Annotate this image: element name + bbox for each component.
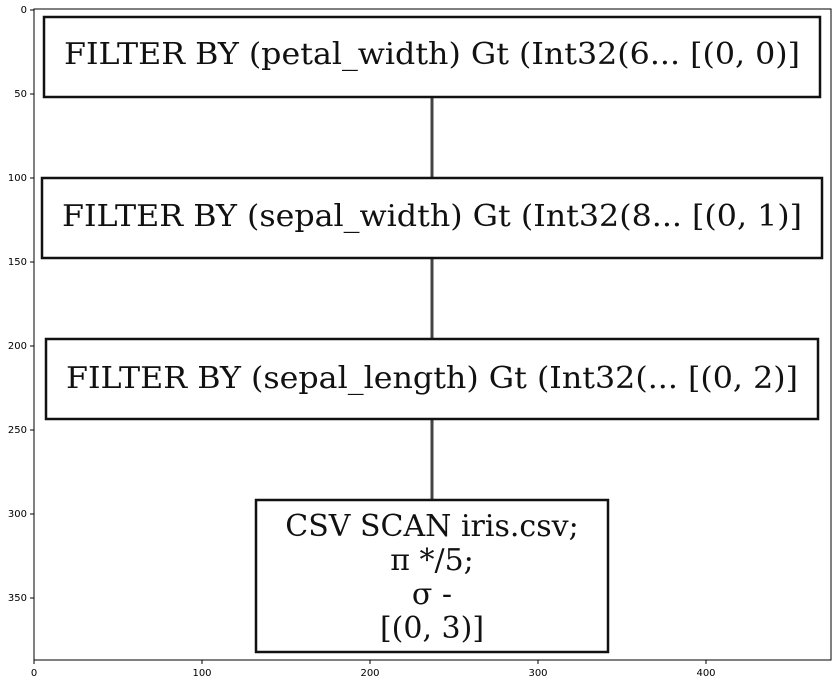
y-tick-label: 50: [14, 89, 27, 100]
node-csv-scan: CSV SCAN iris.csv; π */5; σ - [(0, 3)]: [254, 498, 610, 654]
node-label: FILTER BY (sepal_width) Gt (Int32(8... […: [62, 199, 802, 234]
x-tick-label: 300: [528, 668, 547, 679]
y-tick-label: 100: [8, 173, 27, 184]
node-box: [44, 337, 820, 421]
y-tick-label: 250: [8, 425, 27, 436]
node-box: [254, 498, 610, 654]
x-tick-label: 200: [360, 668, 379, 679]
node-label-line-2: π */5;: [390, 543, 474, 578]
node-label: FILTER BY (sepal_length) Gt (Int32(... […: [66, 361, 798, 396]
y-tick-label: 200: [8, 341, 27, 352]
y-tick-label: 300: [8, 509, 27, 520]
y-tick-label: 150: [8, 257, 27, 268]
node-label-line-4: [(0, 3)]: [380, 611, 484, 646]
node-filter-petal-width: FILTER BY (petal_width) Gt (Int32(6... […: [42, 15, 822, 99]
node-label-line-3: σ -: [412, 577, 452, 612]
y-tick-label: 350: [8, 593, 27, 604]
node-box: [40, 176, 824, 260]
node-box: [42, 15, 822, 99]
y-tick-label: 0: [21, 5, 27, 16]
x-tick-label: 0: [31, 668, 37, 679]
node-filter-sepal-width: FILTER BY (sepal_width) Gt (Int32(8... […: [40, 176, 824, 260]
node-filter-sepal-length: FILTER BY (sepal_length) Gt (Int32(... […: [44, 337, 820, 421]
y-axis: 0 50 100 150 200 250 300 350: [8, 5, 34, 604]
x-axis: 0 100 200 300 400: [31, 660, 716, 679]
x-tick-label: 400: [696, 668, 715, 679]
node-label-line-1: CSV SCAN iris.csv;: [285, 509, 578, 544]
x-tick-label: 100: [192, 668, 211, 679]
node-label: FILTER BY (petal_width) Gt (Int32(6... […: [64, 37, 800, 72]
